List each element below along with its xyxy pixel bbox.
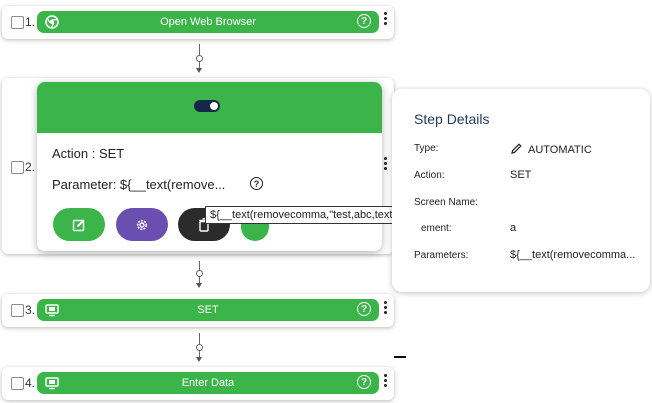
step-1-pill[interactable]: Open Web Browser ?: [37, 11, 379, 33]
step-2-menu-icon[interactable]: [384, 157, 388, 172]
step-4-menu-icon[interactable]: [384, 374, 388, 389]
step-4-checkbox[interactable]: [11, 377, 24, 390]
details-type-label: Type:: [414, 143, 439, 154]
connector-2: [194, 261, 206, 289]
step-1-menu-icon[interactable]: [384, 12, 388, 27]
details-element-value: a: [510, 222, 517, 234]
step-3-pill[interactable]: SET ?: [37, 299, 379, 321]
details-type-text: AUTOMATIC: [528, 144, 592, 156]
step-3-label: SET: [197, 304, 219, 316]
details-params-value: ${__text(removecomma...: [510, 249, 636, 261]
step-3-number: 3.: [25, 303, 36, 317]
settings-button[interactable]: [116, 208, 168, 241]
edit-icon: [72, 219, 85, 231]
details-action-label: Action:: [414, 170, 445, 181]
step-details-panel: Step Details Type: AUTOMATIC Action: SET…: [392, 89, 650, 292]
parameter-help-icon[interactable]: ?: [250, 177, 263, 190]
details-title: Step Details: [414, 111, 490, 127]
chrome-icon: [45, 15, 59, 29]
help-icon[interactable]: ?: [357, 375, 371, 389]
step-1-number: 1.: [25, 15, 36, 29]
step-2-toggle[interactable]: [194, 100, 220, 112]
gear-icon: [136, 219, 148, 230]
connector-1: [194, 44, 206, 74]
details-params-label: Parameters:: [414, 250, 469, 261]
step-4-number: 4.: [25, 376, 36, 390]
step-4-pill[interactable]: Enter Data ?: [37, 372, 379, 394]
step-2-expanded-card: Action : SET Parameter: ${__text(remove.…: [37, 82, 382, 251]
step-2-action: Action : SET: [52, 146, 125, 161]
step-3-menu-icon[interactable]: [384, 301, 388, 316]
step-2-number: 2.: [25, 160, 36, 174]
step-4-label: Enter Data: [181, 377, 235, 389]
connector-3: [194, 333, 206, 363]
help-icon[interactable]: ?: [357, 14, 371, 28]
step-3-checkbox[interactable]: [11, 304, 24, 317]
monitor-icon: [45, 303, 59, 317]
step-2-checkbox[interactable]: [11, 161, 24, 174]
details-element-label: ement:: [421, 223, 452, 234]
details-type-value: AUTOMATIC: [510, 142, 592, 156]
help-icon[interactable]: ?: [357, 302, 371, 316]
monitor-icon: [45, 376, 59, 390]
step-2-parameter: Parameter: ${__text(remove...: [52, 177, 226, 192]
edit-button[interactable]: [53, 208, 105, 241]
pencil-icon: [511, 143, 522, 154]
step-1-checkbox[interactable]: [11, 16, 24, 29]
parameter-tooltip: ${__text(removecomma,"test,abc,text")}: [205, 206, 409, 224]
details-action-value: SET: [510, 169, 532, 181]
drag-marker: [394, 356, 406, 358]
step-1-label: Open Web Browser: [160, 16, 256, 28]
details-screen-label: Screen Name:: [414, 197, 478, 208]
